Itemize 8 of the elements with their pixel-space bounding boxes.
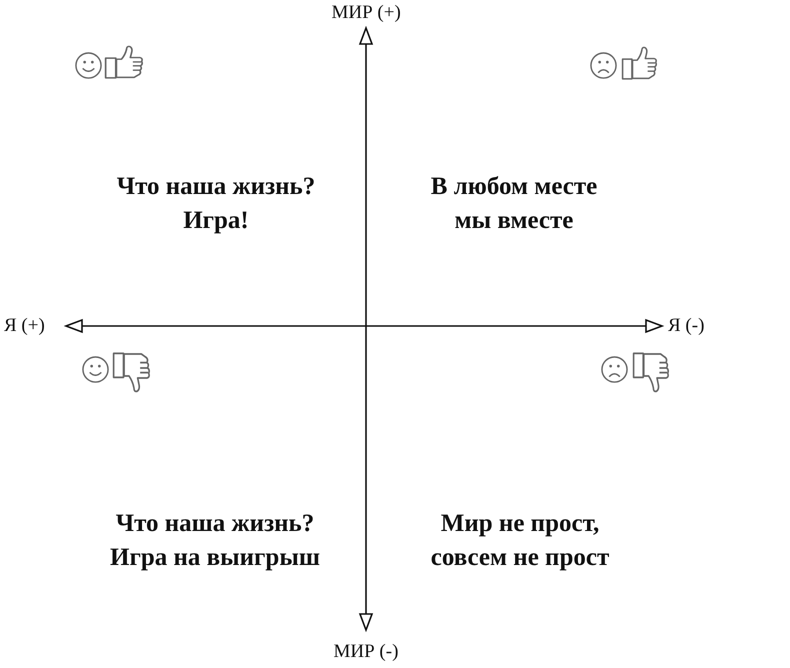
quadrant-caption: Мир не прост, совсем не прост — [430, 509, 610, 573]
axis-label: МИР (+) — [332, 2, 401, 24]
axis-label: МИР (-) — [334, 641, 398, 663]
quadrant-caption: Что наша жизнь? Игра! — [116, 172, 316, 236]
quadrant-caption: Что наша жизнь? Игра на выигрыш — [109, 509, 321, 573]
quadrant-caption: В любом месте мы вместе — [430, 172, 598, 236]
axis-label: Я (-) — [668, 315, 704, 337]
axis-label: Я (+) — [4, 315, 45, 337]
